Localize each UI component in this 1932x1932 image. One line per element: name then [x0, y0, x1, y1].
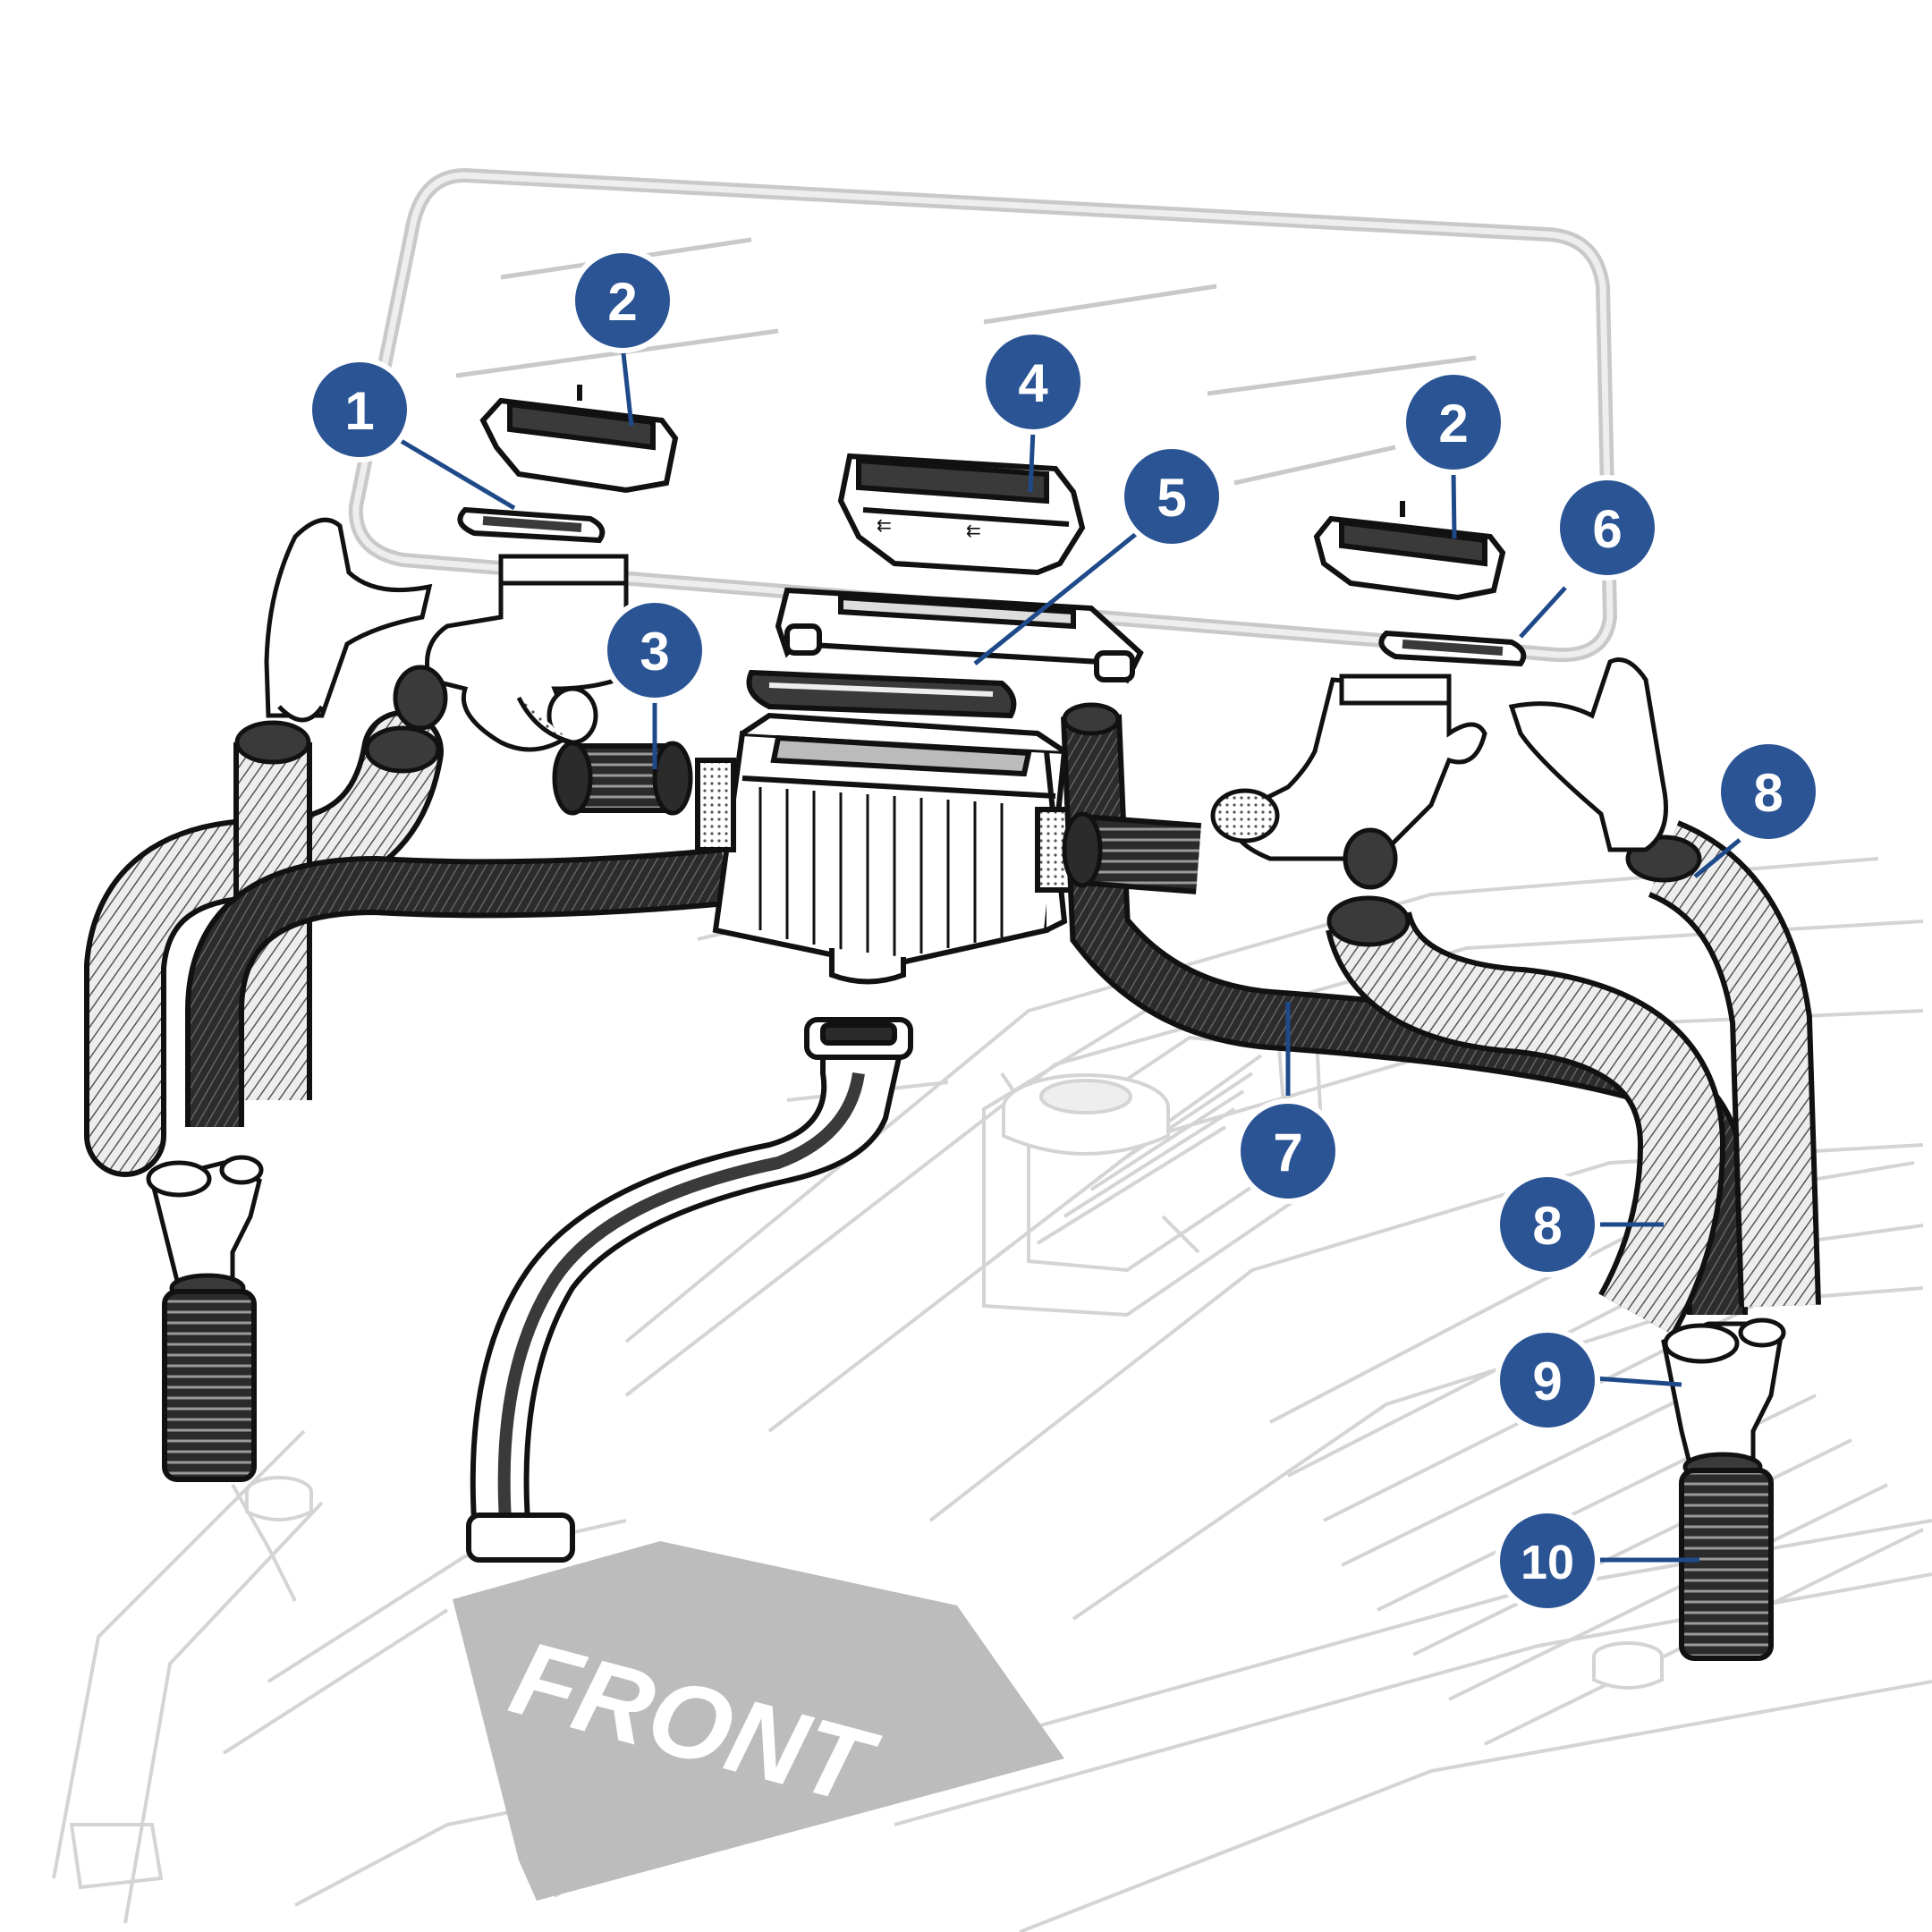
callout-1-label: 1	[344, 381, 374, 441]
left-defroster-nozzle	[264, 517, 433, 723]
svg-text:⇇: ⇇	[966, 521, 981, 541]
callout-2-left-label: 2	[607, 272, 637, 332]
callout-9-label: 9	[1532, 1352, 1562, 1411]
front-direction-arrow: FRONT	[453, 1541, 1064, 1901]
right-outlet-elbow	[1210, 674, 1487, 890]
right-defroster-nozzle	[1508, 657, 1668, 852]
callout-7-label: 7	[1273, 1123, 1302, 1182]
callout-2-left: 2	[570, 248, 675, 353]
floor-duct	[466, 1017, 913, 1563]
right-short-hose	[1062, 811, 1202, 894]
heater-box	[695, 712, 1076, 985]
left-y-connector	[146, 1155, 264, 1303]
callout-6: 6	[1555, 475, 1660, 580]
left-hose-dark	[185, 847, 728, 1127]
callout-8-upper-label: 8	[1753, 763, 1783, 823]
callout-8-lower-label: 8	[1532, 1196, 1562, 1256]
part-5-frame	[775, 587, 1144, 684]
callout-6-label: 6	[1592, 499, 1622, 559]
callout-10-label: 10	[1521, 1536, 1574, 1589]
right-y-connector	[1661, 1318, 1786, 1482]
part-4-center-vent: ⇇ ⇇	[837, 453, 1086, 576]
part-2-left-vent	[479, 385, 679, 494]
part-6-right-seal	[1378, 630, 1527, 667]
left-short-hose	[552, 741, 693, 816]
callout-leaders	[392, 344, 1741, 1563]
callout-2-right-label: 2	[1438, 394, 1468, 453]
callout-4-label: 4	[1018, 353, 1048, 413]
callout-4: 4	[980, 329, 1086, 435]
left-floor-hose	[162, 1289, 257, 1482]
callout-3: 3	[602, 597, 708, 703]
right-hose-light	[1326, 820, 1821, 1336]
svg-text:⇇: ⇇	[877, 516, 892, 536]
part-2-right-vent	[1313, 501, 1506, 601]
callout-2-right: 2	[1401, 369, 1506, 475]
callout-8-lower: 8	[1495, 1172, 1600, 1277]
part-5-gasket	[746, 669, 1017, 719]
right-floor-hose	[1679, 1468, 1774, 1661]
callout-1: 1	[307, 357, 412, 462]
windshield-outline	[348, 167, 1618, 663]
callout-10: 10	[1495, 1508, 1600, 1614]
callout-5: 5	[1119, 444, 1224, 549]
callout-8-upper: 8	[1716, 739, 1821, 844]
floor-bosses	[245, 1073, 1664, 1690]
callout-3-label: 3	[640, 622, 669, 682]
part-1-left-seal	[457, 506, 606, 544]
callout-5-label: 5	[1157, 468, 1186, 528]
callout-7: 7	[1235, 1098, 1341, 1204]
callout-9: 9	[1495, 1327, 1600, 1433]
